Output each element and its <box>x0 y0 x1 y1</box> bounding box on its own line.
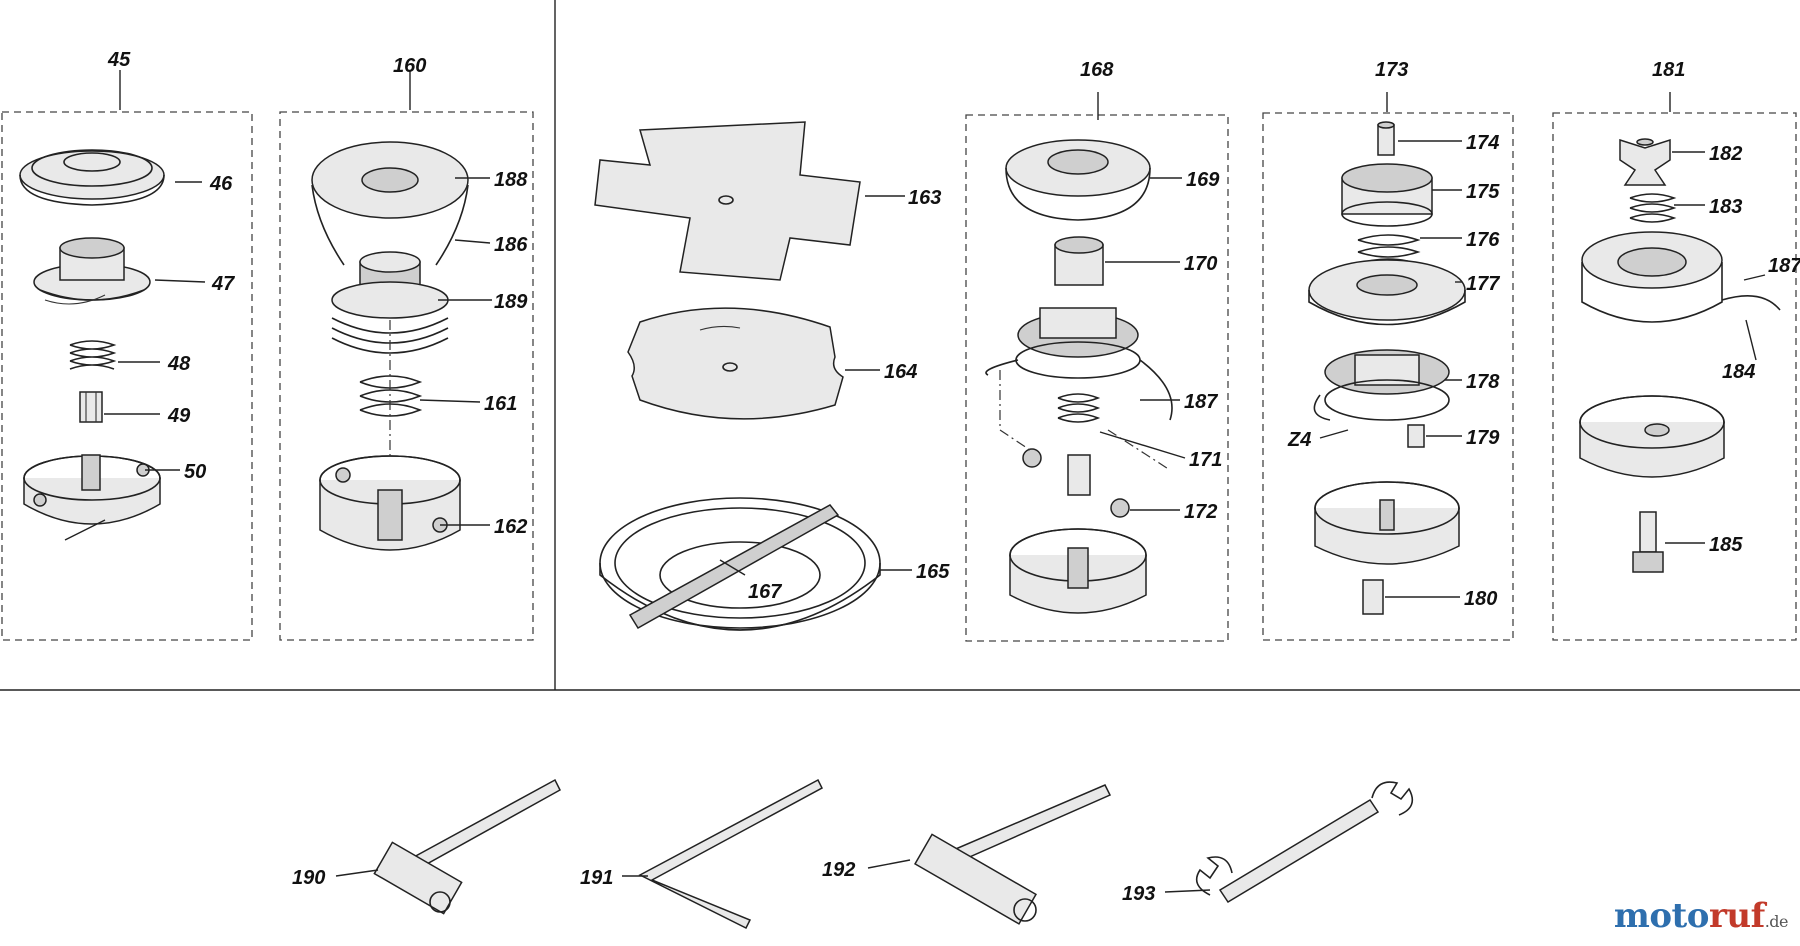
callout-50: 50 <box>184 461 206 483</box>
part-191-hex-key <box>638 778 823 930</box>
logo-tld: .de <box>1764 912 1789 931</box>
part-178-spool <box>1313 349 1450 421</box>
part-192-plug-wrench <box>914 784 1112 925</box>
callout-182: 182 <box>1709 143 1742 165</box>
part-47-spool <box>33 237 151 305</box>
group-box-173 <box>1262 112 1514 641</box>
callout-167: 167 <box>748 581 782 603</box>
part-161-spring <box>359 375 423 417</box>
group-box-45 <box>1 111 253 641</box>
callout-47: 47 <box>211 273 235 295</box>
part-163-blade <box>594 121 861 281</box>
group-box-160 <box>279 111 534 641</box>
logo-part-1: moto <box>1613 896 1710 936</box>
callout-168: 168 <box>1080 59 1114 81</box>
callout-187-b: 187 <box>1768 255 1800 277</box>
part-183-spring <box>1629 193 1677 223</box>
callout-z4: Z4 <box>1287 429 1311 451</box>
part-188-cap <box>311 141 469 266</box>
callout-189: 189 <box>494 291 528 313</box>
callout-45: 45 <box>107 49 131 71</box>
motoruf-logo: motoruf.de <box>1613 896 1789 936</box>
part-193-wrench <box>1195 781 1414 904</box>
callout-175: 175 <box>1466 181 1500 203</box>
callout-184: 184 <box>1722 361 1755 383</box>
part-181-housing <box>1579 395 1725 478</box>
part-171-spring <box>1057 393 1101 423</box>
part-189-base <box>331 251 449 354</box>
callout-173: 173 <box>1375 59 1408 81</box>
part-190-socket-tool <box>373 778 561 915</box>
logo-part-2: ruf <box>1708 896 1765 936</box>
part-182-knob <box>1619 138 1671 186</box>
part-181-spool <box>1581 231 1781 323</box>
callout-171: 171 <box>1189 449 1222 471</box>
callout-178: 178 <box>1466 371 1500 393</box>
callout-174: 174 <box>1466 132 1499 154</box>
part-169-cap <box>1005 139 1151 221</box>
callout-162: 162 <box>494 516 527 538</box>
callout-170: 170 <box>1184 253 1217 275</box>
callout-177: 177 <box>1466 273 1500 295</box>
callout-161: 161 <box>484 393 517 415</box>
callout-48: 48 <box>167 353 191 375</box>
part-172-eyelet <box>1022 448 1130 518</box>
part-46-cover <box>19 149 165 206</box>
part-180-nut <box>1362 579 1384 615</box>
callout-160: 160 <box>393 55 426 77</box>
part-185-bolt <box>1632 511 1664 573</box>
callout-176: 176 <box>1466 229 1500 251</box>
part-170-button <box>1054 236 1104 286</box>
part-177-cap <box>1308 259 1466 326</box>
callout-163: 163 <box>908 187 941 209</box>
part-162-housing <box>319 455 461 551</box>
part-173-housing <box>1314 481 1460 565</box>
callout-187-a: 187 <box>1184 391 1218 413</box>
part-165-guard <box>599 497 881 631</box>
part-187-spool <box>985 307 1173 421</box>
callout-183: 183 <box>1709 196 1742 218</box>
part-174-screw <box>1377 121 1395 156</box>
callout-169: 169 <box>1186 169 1220 191</box>
callout-193: 193 <box>1122 883 1155 905</box>
callout-165: 165 <box>916 561 950 583</box>
callout-190: 190 <box>292 867 325 889</box>
part-164-disc <box>627 307 844 420</box>
callout-191: 191 <box>580 867 613 889</box>
callout-188: 188 <box>494 169 528 191</box>
part-48-spring <box>69 340 117 370</box>
part-175-knob <box>1341 163 1433 227</box>
group-box-168 <box>965 114 1229 642</box>
part-167-strap <box>628 504 840 630</box>
callout-192: 192 <box>822 859 855 881</box>
part-50-housing <box>23 454 161 525</box>
callout-181: 181 <box>1652 59 1685 81</box>
callout-46: 46 <box>209 173 233 195</box>
callout-186: 186 <box>494 234 528 256</box>
part-179-clip <box>1407 424 1425 448</box>
part-49-nut <box>79 391 103 423</box>
part-168-housing <box>1009 454 1147 614</box>
group-box-181 <box>1552 112 1797 641</box>
callout-185: 185 <box>1709 534 1743 556</box>
callout-179: 179 <box>1466 427 1500 449</box>
callout-172: 172 <box>1184 501 1217 523</box>
callout-49: 49 <box>167 405 191 427</box>
callout-180: 180 <box>1464 588 1497 610</box>
callout-164: 164 <box>884 361 917 383</box>
